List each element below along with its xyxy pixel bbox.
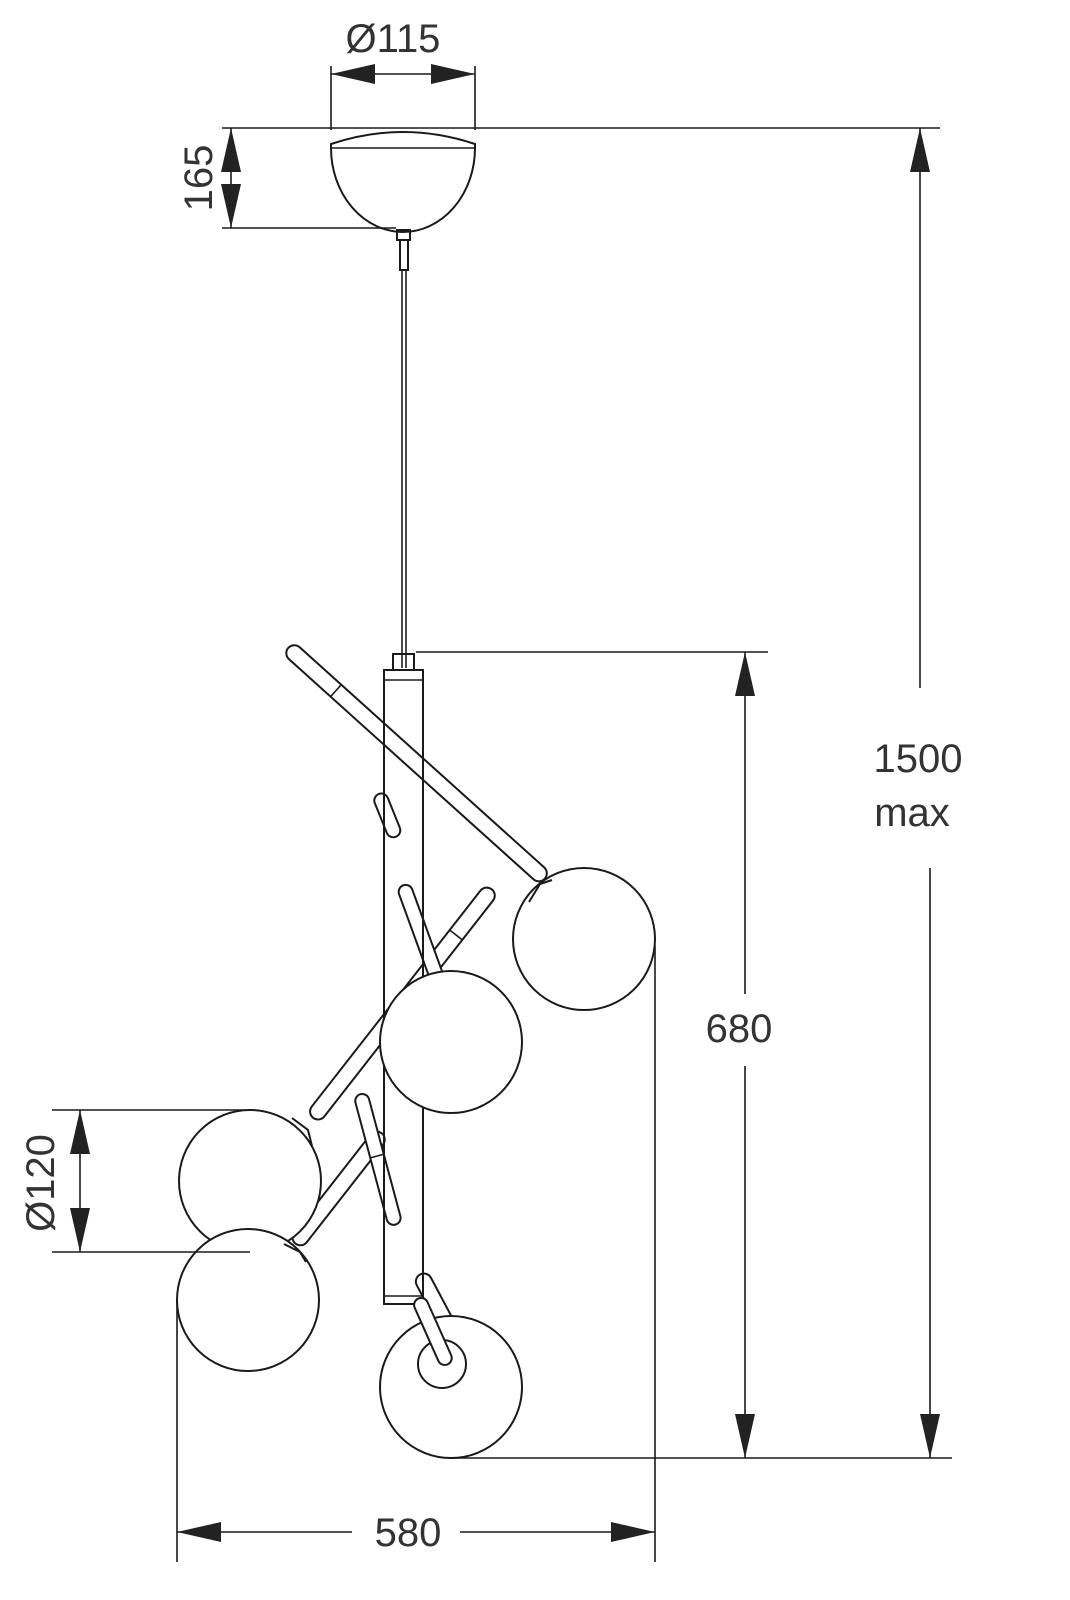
canopy-diameter-label: Ø115 — [346, 17, 441, 61]
dimension-total-width: 580 — [176, 946, 656, 1562]
suspension-cable — [401, 270, 407, 668]
total-height-suffix: max — [874, 791, 950, 835]
dimension-globe-diameter: Ø120 — [19, 1109, 250, 1253]
dimension-canopy-diameter: Ø115 — [330, 17, 476, 130]
globe-bottom — [379, 1296, 523, 1459]
canopy-height-label: 165 — [177, 145, 221, 212]
ceiling-canopy — [330, 131, 476, 271]
dimension-total-height: 1500 max — [874, 128, 963, 1458]
globe-right — [512, 867, 656, 1011]
dimension-body-height: 680 — [416, 651, 952, 1459]
total-width-label: 580 — [375, 1511, 442, 1555]
body-height-label: 680 — [706, 1007, 773, 1051]
globe-lower-left — [176, 1228, 320, 1372]
globe-diameter-label: Ø120 — [19, 1134, 63, 1232]
total-height-label: 1500 — [874, 737, 963, 781]
dimension-canopy-height: 165 — [177, 127, 940, 229]
globe-middle — [379, 970, 523, 1114]
